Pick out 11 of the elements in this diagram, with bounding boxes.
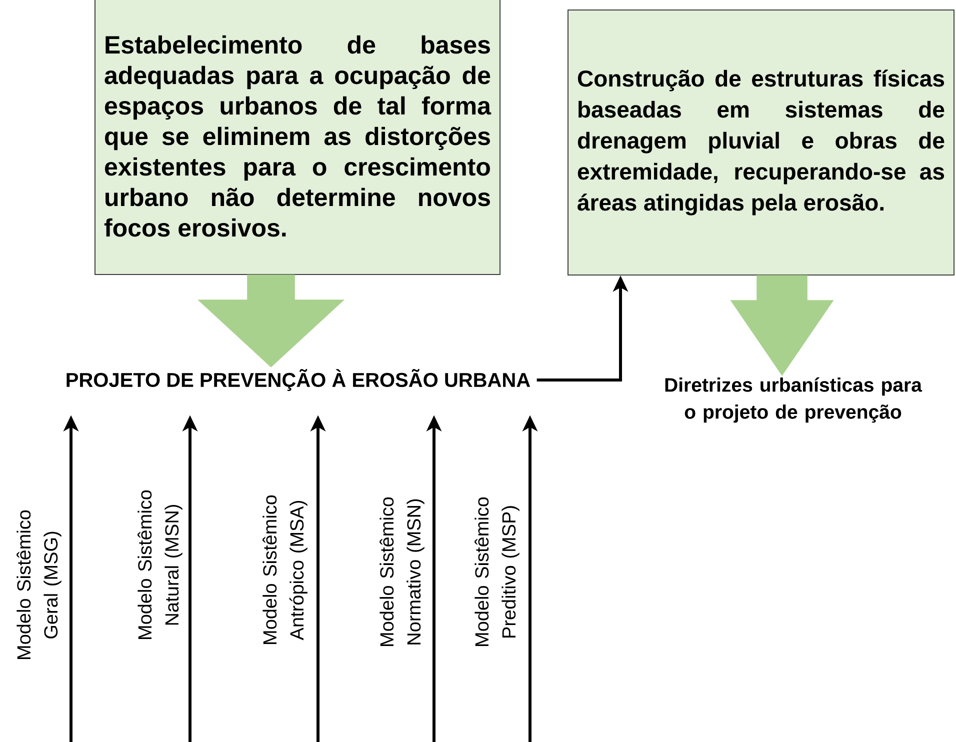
block-arrow	[730, 275, 834, 376]
edge-label: Modelo Sistêmico Natural (MSN)	[138, 490, 182, 639]
edge-label: Modelo Sistêmico Preditivo (MSP)	[474, 497, 520, 646]
heading-text: PROJETO DE PREVENÇÃO À EROSÃO URBANA	[66, 369, 530, 391]
edge-label: Modelo Sistêmico Geral (MSG)	[16, 510, 62, 659]
heading-text: Diretrizes urbanísticas para o projeto de prevenção	[665, 377, 922, 423]
block-arrow	[197, 274, 345, 368]
edge-label: Modelo Sistêmico Normativo (MSN)	[380, 497, 424, 646]
text-box: Construção de estruturas físicas baseadas em sistemas de drenagem pluvial e obras de extremidade, recuperando-se as áreas atingidas pela erosão.	[568, 10, 954, 276]
edge-label: Modelo Sistêmico Antrópico (MSA)	[262, 495, 308, 644]
text-box: Estabelecimento de bases adequadas para a ocupação de espaços urbanos de tal forma que se eliminem as distorções existentes para o crescimento urbano não determine novos focos erosivos.	[94, 0, 500, 275]
